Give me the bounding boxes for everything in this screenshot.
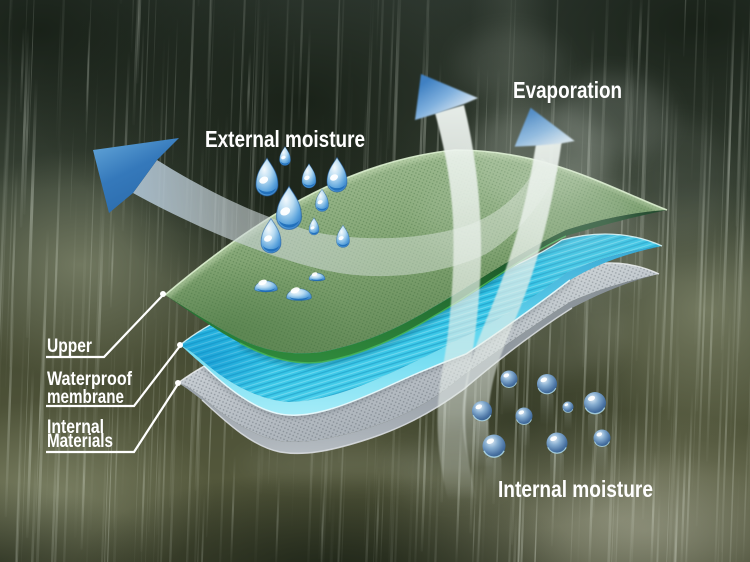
svg-text:External moisture: External moisture: [205, 126, 365, 152]
svg-text:Internal: Internal: [47, 417, 104, 438]
svg-text:Waterproof: Waterproof: [47, 369, 133, 390]
svg-text:Internal moisture: Internal moisture: [498, 476, 653, 502]
svg-text:Upper: Upper: [47, 336, 92, 357]
svg-text:Materials: Materials: [47, 431, 113, 452]
svg-text:Evaporation: Evaporation: [513, 77, 622, 103]
svg-text:membrane: membrane: [47, 387, 124, 408]
